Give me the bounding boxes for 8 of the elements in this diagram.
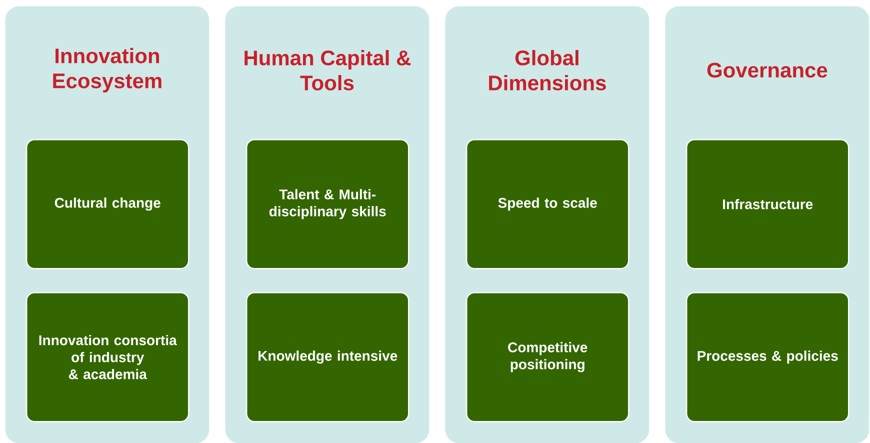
content-box: Infrastructure [686, 139, 850, 270]
content-box: Cultural change [26, 139, 190, 270]
content-box: Knowledge intensive [246, 292, 410, 422]
content-box: Innovation consortia of industry & academia [26, 292, 190, 422]
content-box: Speed to scale [466, 139, 630, 270]
content-box: Processes & policies [686, 292, 850, 422]
content-box: Talent & Multi-disciplinary skills [246, 139, 410, 270]
content-box: Competitive positioning [466, 292, 630, 422]
